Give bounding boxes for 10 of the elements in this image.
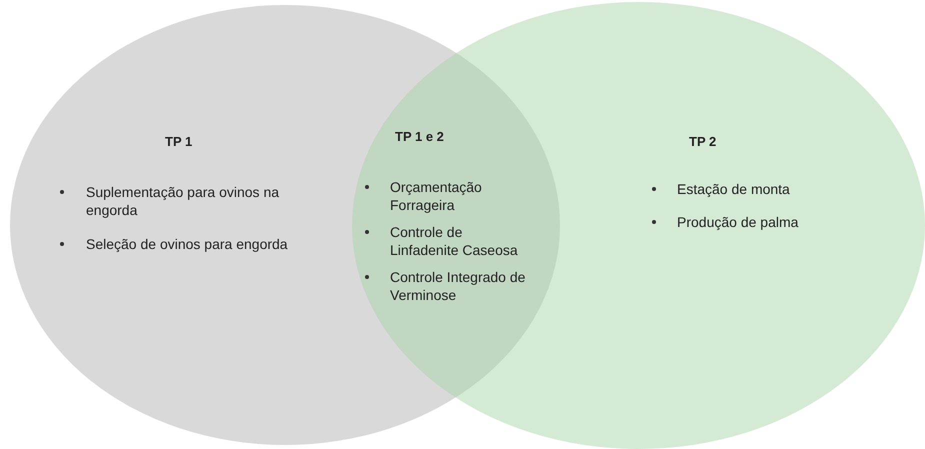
list-item-text: Orçamentação Forrageira (390, 178, 483, 214)
list-item-text: Controle Integrado de Verminose (390, 268, 526, 304)
set-heading: TP 2 (689, 133, 716, 151)
set-heading: TP 1 e 2 (395, 128, 444, 146)
list-item-text: Seleção de ovinos para engorda (86, 235, 289, 253)
list-item-text: Suplementação para ovinos na engorda (86, 183, 280, 219)
set-heading: TP 1 (165, 133, 192, 151)
list-item-text: Controle de Linfadenite Caseosa (390, 223, 519, 259)
list-item-text: Produção de palma (677, 213, 800, 231)
list-item-text: Estação de monta (677, 180, 791, 198)
